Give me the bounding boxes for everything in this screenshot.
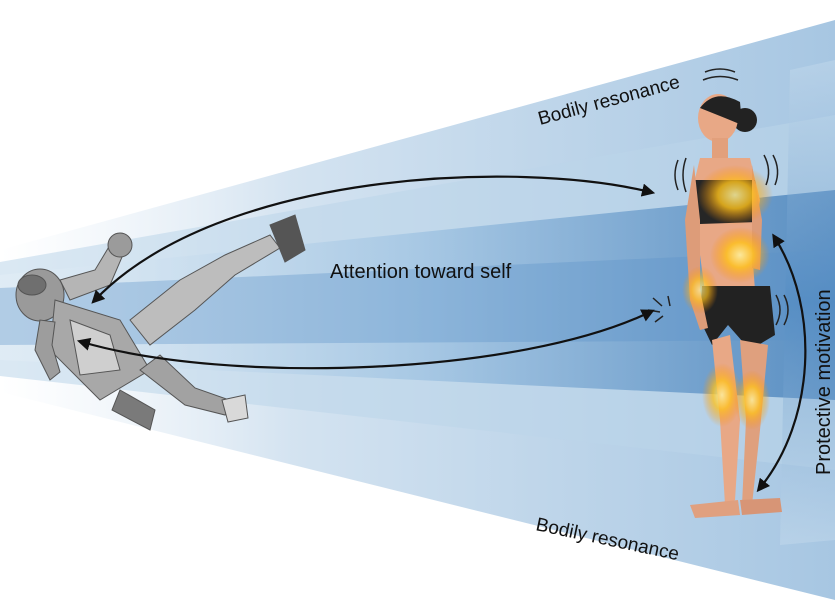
protective-motivation-label: Protective motivation <box>813 289 835 475</box>
attention-label: Attention toward self <box>330 261 512 283</box>
